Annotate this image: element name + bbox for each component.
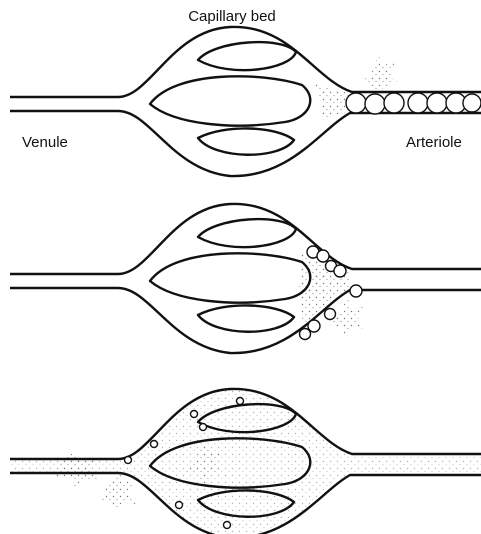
leak-spot xyxy=(330,297,366,339)
cells-1 xyxy=(346,93,481,114)
panel-3 xyxy=(10,389,481,534)
panel-1 xyxy=(10,27,481,176)
panel-2 xyxy=(10,204,481,353)
